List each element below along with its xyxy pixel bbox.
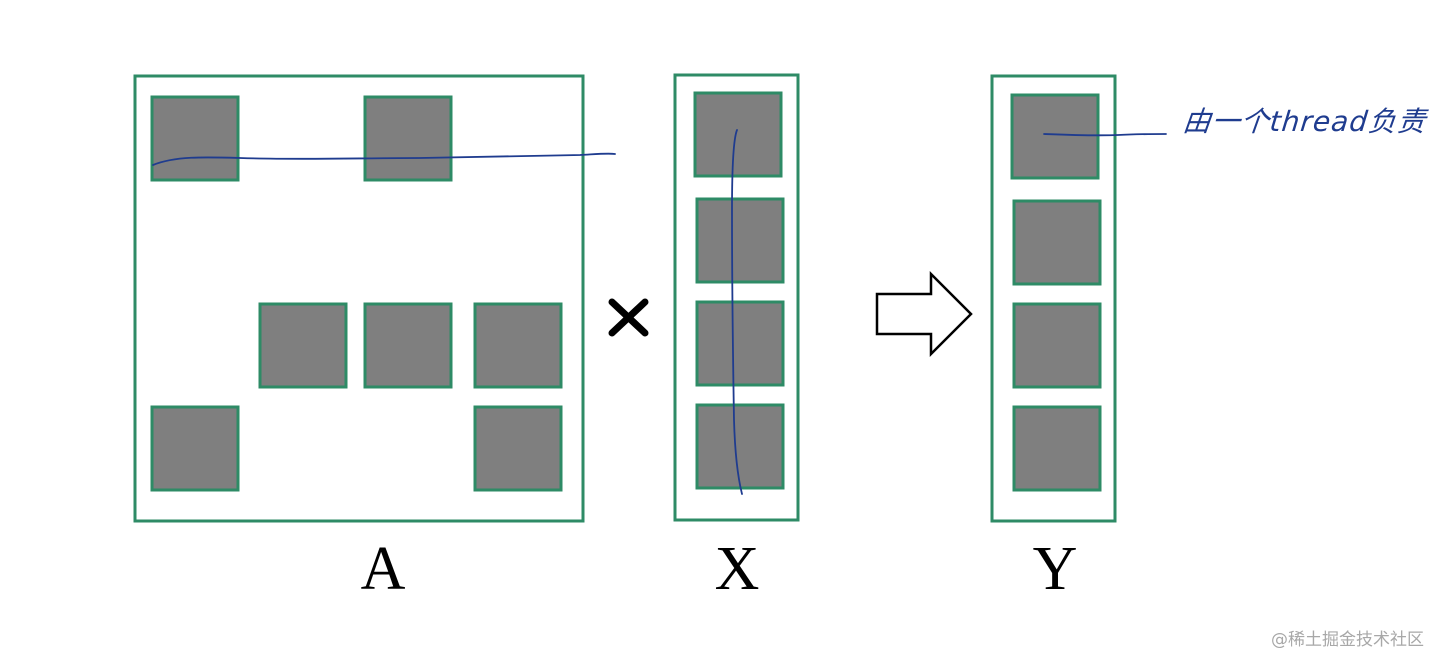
column-ink-stroke <box>731 129 743 495</box>
vector-y <box>990 74 1117 523</box>
vector-x <box>673 73 800 522</box>
vector-x-block <box>695 197 785 284</box>
vector-y-frame <box>990 74 1117 523</box>
matrix-a-frame <box>133 74 585 523</box>
vector-x-block <box>695 300 785 387</box>
vector-y-block <box>1012 405 1102 492</box>
vector-y-label: Y <box>1033 535 1078 603</box>
matrix-a-label: A <box>361 535 406 603</box>
matrix-a <box>133 74 585 523</box>
vector-y-block <box>1012 199 1102 286</box>
vector-x-label: X <box>715 535 760 603</box>
matrix-a-block <box>258 302 348 389</box>
right-arrow-icon <box>875 270 973 358</box>
matrix-a-block <box>150 95 240 182</box>
watermark: @稀土掘金技术社区 <box>1271 630 1424 650</box>
matrix-a-block <box>473 302 563 389</box>
matrix-a-block <box>150 405 240 492</box>
vector-x-block <box>695 403 785 490</box>
matrix-a-block <box>363 302 453 389</box>
vector-y-block <box>1010 93 1100 180</box>
multiply-icon <box>608 298 649 337</box>
annotation-pointer-stroke <box>1043 133 1167 137</box>
thread-annotation: 由一个thread负责 <box>1181 105 1428 138</box>
vector-x-block <box>693 91 783 178</box>
matrix-a-block <box>473 405 563 492</box>
matrix-a-block <box>363 95 453 182</box>
vector-y-block <box>1012 302 1102 389</box>
vector-x-frame <box>673 73 800 522</box>
row-ink-stroke <box>152 152 616 166</box>
